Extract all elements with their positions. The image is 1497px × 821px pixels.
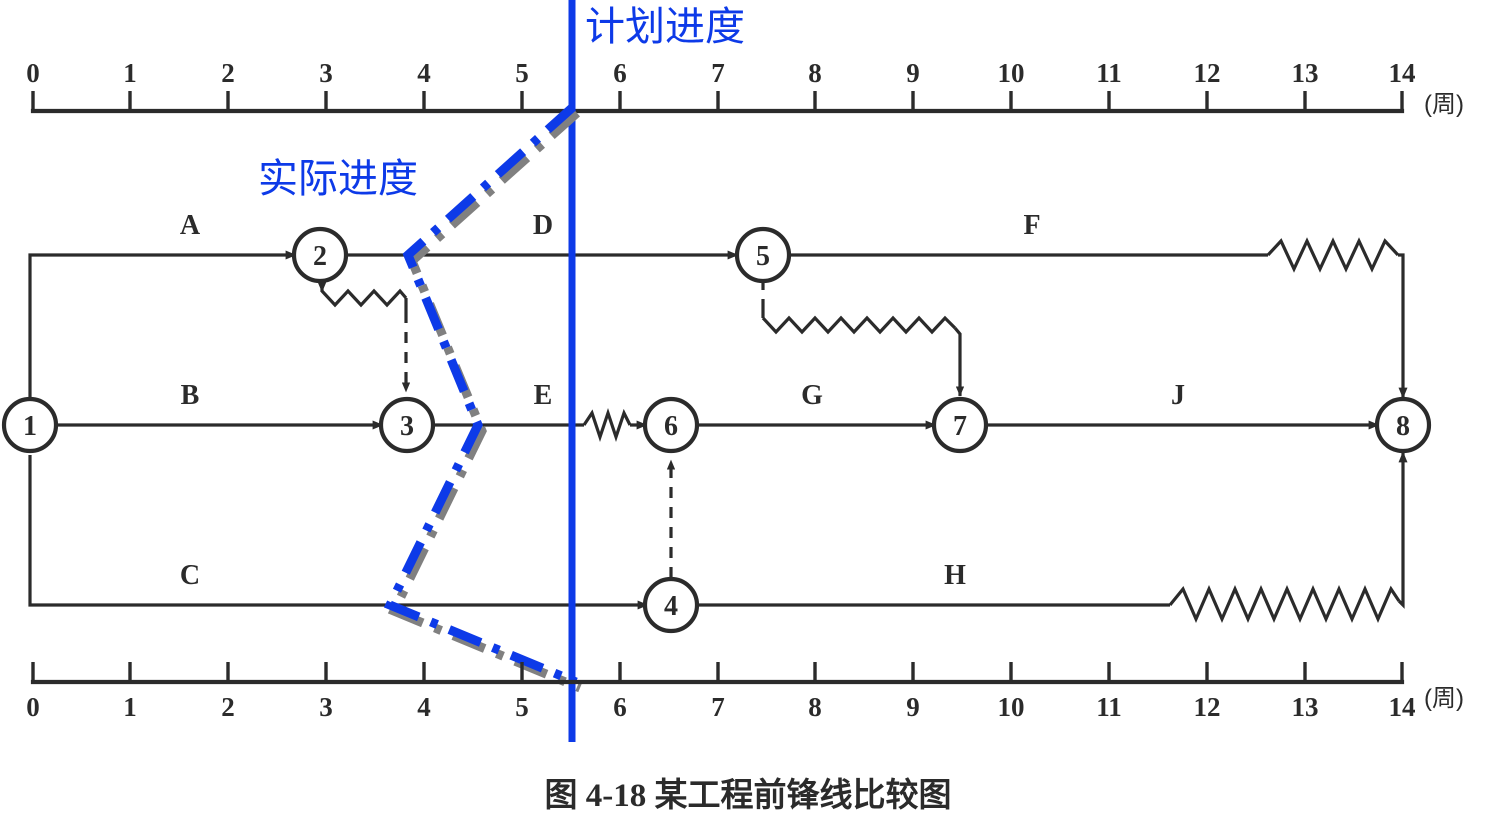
bottom-tick-label: 14 xyxy=(1389,692,1416,722)
activity-label-B: B xyxy=(181,380,200,411)
activity-label-J: J xyxy=(1171,380,1185,411)
node-2[interactable]: 2 xyxy=(291,226,349,284)
bottom-tick-label: 12 xyxy=(1194,692,1221,722)
top-tick-label: 2 xyxy=(221,58,235,88)
bottom-tick-label: 8 xyxy=(808,692,822,722)
top-tick-label: 7 xyxy=(711,58,725,88)
activity-G: G xyxy=(695,380,937,430)
node-6[interactable]: 6 xyxy=(642,396,700,454)
bottom-axis-unit-label: (周) xyxy=(1424,685,1464,712)
activity-E: E xyxy=(431,380,648,443)
top-tick-label: 5 xyxy=(515,58,529,88)
node-1[interactable]: 1 xyxy=(1,396,59,454)
dummy-2-3 xyxy=(317,278,411,393)
bottom-axis-ticks xyxy=(31,662,1404,682)
bottom-tick-label: 6 xyxy=(613,692,627,722)
actual-front-line xyxy=(383,103,582,693)
activity-label-D: D xyxy=(533,210,553,241)
bottom-tick-label: 11 xyxy=(1096,692,1122,722)
bottom-axis: 0 1 2 3 4 5 6 7 8 9 10 11 12 13 14 (周) xyxy=(26,662,1464,722)
node-label-6: 6 xyxy=(664,411,678,442)
activity-label-G: G xyxy=(801,380,823,411)
node-label-2: 2 xyxy=(313,241,327,272)
top-tick-label: 8 xyxy=(808,58,822,88)
top-tick-label: 12 xyxy=(1194,58,1221,88)
node-5[interactable]: 5 xyxy=(734,226,792,284)
top-tick-label: 3 xyxy=(319,58,333,88)
activity-label-E: E xyxy=(534,380,553,411)
activity-C: C xyxy=(28,455,649,610)
network-nodes: 1 2 3 4 5 6 7 xyxy=(1,226,1432,634)
node-label-5: 5 xyxy=(756,241,770,272)
activity-A: A xyxy=(28,210,297,425)
activity-label-C: C xyxy=(180,560,200,591)
activity-label-A: A xyxy=(180,210,201,241)
top-tick-label: 9 xyxy=(906,58,920,88)
bottom-tick-label: 3 xyxy=(319,692,333,722)
node-label-1: 1 xyxy=(23,411,37,442)
node-4[interactable]: 4 xyxy=(642,576,700,634)
bottom-tick-label: 13 xyxy=(1292,692,1319,722)
bottom-tick-label: 2 xyxy=(221,692,235,722)
activity-J: J xyxy=(984,380,1380,430)
top-tick-label: 0 xyxy=(26,58,40,88)
figure-caption: 图 4-18 某工程前锋线比较图 xyxy=(545,777,952,814)
top-tick-label: 14 xyxy=(1389,58,1416,88)
bottom-tick-label: 4 xyxy=(417,692,431,722)
top-axis: 0 1 2 3 4 5 6 7 8 9 10 11 12 13 14 (周) xyxy=(26,58,1464,118)
top-tick-label: 13 xyxy=(1292,58,1319,88)
activity-label-F: F xyxy=(1023,210,1040,241)
bottom-tick-label: 9 xyxy=(906,692,920,722)
activity-D: D xyxy=(344,210,739,260)
top-tick-label: 10 xyxy=(998,58,1025,88)
bottom-tick-label: 10 xyxy=(998,692,1025,722)
activity-B: B xyxy=(54,380,384,430)
bottom-tick-label: 1 xyxy=(123,692,137,722)
node-label-4: 4 xyxy=(664,591,678,622)
top-axis-ticks xyxy=(31,91,1404,111)
network-edges: A D F B xyxy=(28,210,1408,624)
node-label-8: 8 xyxy=(1396,411,1410,442)
top-tick-label: 4 xyxy=(417,58,431,88)
bottom-tick-label: 0 xyxy=(26,692,40,722)
blue-labels: 计划进度 实际进度 xyxy=(258,5,745,201)
top-tick-label: 6 xyxy=(613,58,627,88)
bottom-tick-label: 7 xyxy=(711,692,725,722)
top-tick-label: 11 xyxy=(1096,58,1122,88)
activity-H: H xyxy=(696,451,1408,624)
node-label-3: 3 xyxy=(400,411,414,442)
node-label-7: 7 xyxy=(953,411,967,442)
top-axis-unit-label: (周) xyxy=(1424,91,1464,118)
top-axis-tick-labels: 0 1 2 3 4 5 6 7 8 9 10 11 12 13 14 xyxy=(26,58,1415,88)
dummy-5-7 xyxy=(761,279,965,397)
actual-progress-label: 实际进度 xyxy=(258,157,418,201)
node-8[interactable]: 8 xyxy=(1374,396,1432,454)
top-tick-label: 1 xyxy=(123,58,137,88)
bottom-tick-label: 5 xyxy=(515,692,529,722)
activity-label-H: H xyxy=(944,560,966,591)
node-7[interactable]: 7 xyxy=(931,396,989,454)
planned-progress-label: 计划进度 xyxy=(585,5,745,49)
bottom-axis-tick-labels: 0 1 2 3 4 5 6 7 8 9 10 11 12 13 14 xyxy=(26,692,1415,722)
node-3[interactable]: 3 xyxy=(378,396,436,454)
activity-F: F xyxy=(787,210,1408,399)
